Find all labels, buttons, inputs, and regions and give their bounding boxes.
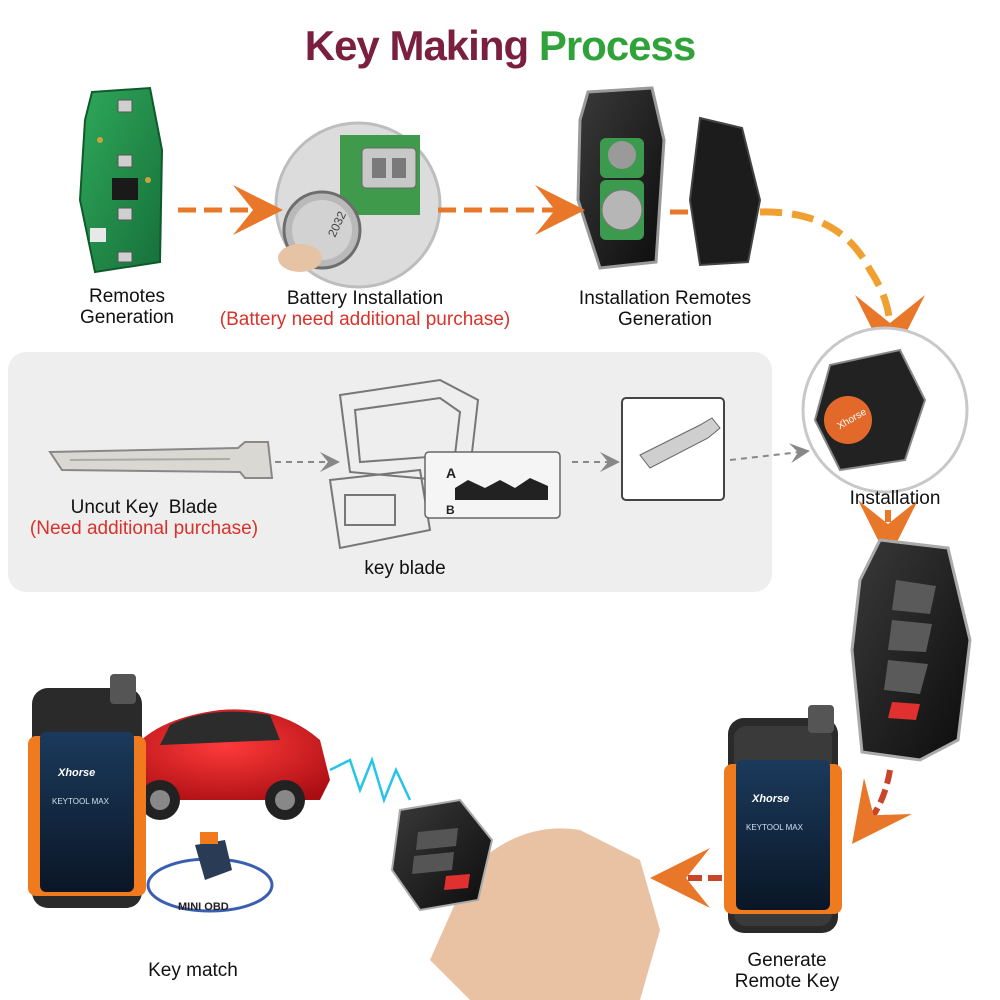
label-remotes-generation: Remotes Generation [52, 286, 202, 328]
label-battery-installation-text: Battery Installation [286, 288, 444, 309]
uncut-key-blade-image [48, 441, 274, 479]
mini-obd-image: MINI OBD [146, 832, 274, 913]
chart-row-b: B [446, 503, 455, 517]
label-installation-remotes-line1: Installation Remotes [578, 288, 752, 309]
label-generate-remote-line2: Remote Key [734, 971, 840, 992]
label-installation-remotes: Installation Remotes Generation [560, 288, 770, 330]
device-left-brand: Xhorse [57, 767, 95, 779]
label-installation-remotes-line2: Generation [617, 309, 712, 330]
device-right-brand: Xhorse [751, 793, 789, 805]
label-key-match-text: Key match [148, 960, 238, 981]
title-part-2: Process [538, 22, 696, 69]
battery-installation-image: 2032 [274, 121, 442, 289]
page-title: Key Making Process [0, 22, 1000, 70]
label-installation: Installation [820, 488, 970, 509]
label-uncut-key-blade: Uncut Key Blade (Need additional purchas… [14, 497, 274, 539]
label-key-blade-text: key blade [364, 558, 446, 579]
label-remotes-generation-line1: Remotes [88, 286, 166, 307]
remote-shell-open-image [576, 86, 762, 270]
label-battery-installation-note: (Battery need additional purchase) [219, 309, 511, 330]
red-car-image [120, 709, 330, 820]
keytool-device-left: Xhorse KEYTOOL MAX [28, 674, 146, 908]
label-uncut-key-blade-note: (Need additional purchase) [29, 518, 259, 539]
label-installation-text: Installation [849, 488, 941, 509]
device-left-model: KEYTOOL MAX [52, 797, 110, 806]
label-uncut-key-blade-text: Uncut Key Blade [70, 497, 218, 518]
chart-row-a: A [446, 465, 456, 481]
hand-holding-key-image [390, 798, 660, 1000]
device-right-model: KEYTOOL MAX [746, 823, 804, 832]
mini-obd-label: MINI OBD [178, 901, 229, 913]
label-generate-remote-key: Generate Remote Key [712, 950, 862, 992]
finished-remote-image [850, 538, 972, 762]
label-generate-remote-line1: Generate [747, 950, 827, 971]
title-part-1: Key Making [304, 22, 529, 69]
label-remotes-generation-line2: Generation [79, 307, 174, 328]
cut-key-image [621, 397, 725, 501]
label-key-blade: key blade [330, 558, 480, 579]
blade-depth-chart: A B [424, 451, 561, 519]
remote-pcb-image [78, 86, 164, 274]
label-key-match: Key match [118, 960, 268, 981]
label-battery-installation: Battery Installation (Battery need addit… [205, 288, 525, 330]
installation-image: Xhorse [801, 326, 969, 494]
keytool-device-right: Xhorse KEYTOOL MAX [724, 705, 842, 933]
